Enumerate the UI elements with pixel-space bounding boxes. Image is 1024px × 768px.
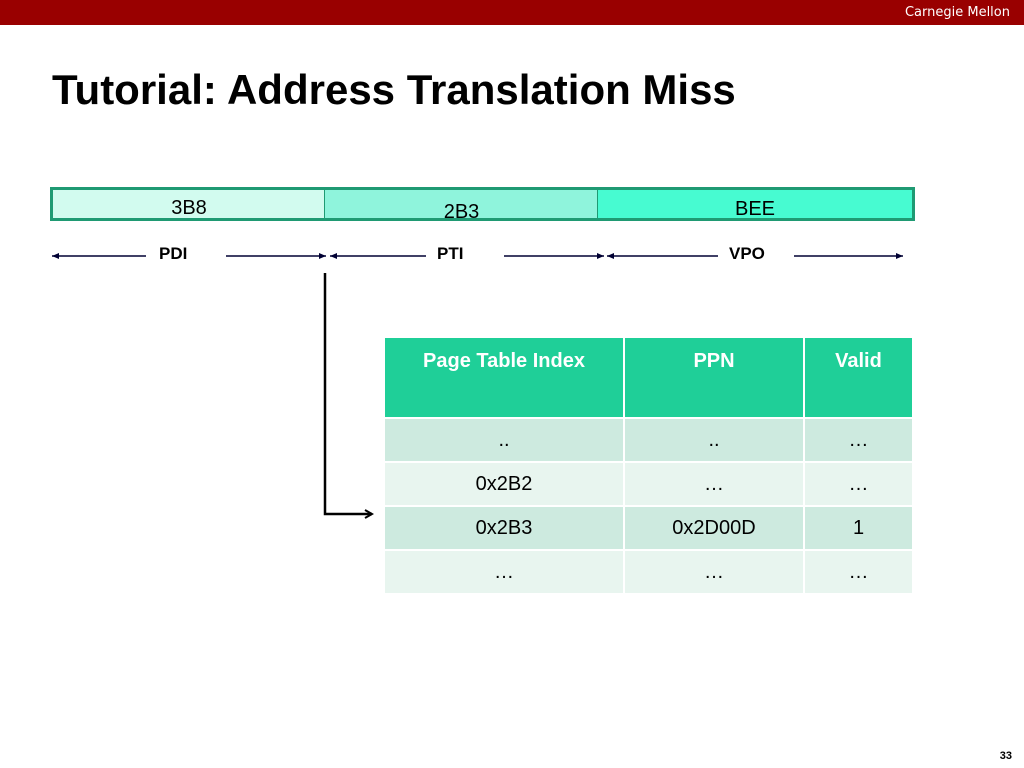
field-label-pdi: PDI	[159, 244, 188, 263]
table-cell: …	[803, 417, 914, 463]
address-field-vpo-value: BEE	[734, 198, 776, 220]
table-header-row: Page Table Index PPN Valid	[383, 336, 914, 419]
address-field-vpo: BEE	[597, 187, 915, 221]
table-cell: 0x2B3	[383, 505, 625, 551]
table-cell: …	[623, 549, 805, 595]
table-cell: …	[623, 461, 805, 507]
slide-title: Tutorial: Address Translation Miss	[52, 66, 736, 113]
address-field-pti-value: 2B3	[443, 201, 480, 223]
table-cell: ..	[623, 417, 805, 463]
address-field-pdi-value: 3B8	[171, 197, 207, 219]
table-row: 0x2B3 0x2D00D 1	[383, 505, 914, 551]
table-row: .. .. …	[383, 417, 914, 463]
column-header-valid: Valid	[803, 336, 914, 419]
index-pointer-arrow	[323, 273, 372, 514]
page-table: Page Table Index PPN Valid .. .. … 0x2B2…	[383, 336, 914, 595]
table-cell: 0x2B2	[383, 461, 625, 507]
table-row: 0x2B2 … …	[383, 461, 914, 507]
field-label-vpo: VPO	[729, 244, 765, 263]
header-bar: Carnegie Mellon	[0, 0, 1024, 25]
brand-label: Carnegie Mellon	[904, 5, 1010, 20]
address-field-pti: 2B3	[324, 187, 599, 223]
table-cell: …	[383, 549, 625, 595]
table-cell: 0x2D00D	[623, 505, 805, 551]
table-cell: …	[803, 549, 914, 595]
table-cell: ..	[383, 417, 625, 463]
table-row: … … …	[383, 549, 914, 595]
page-number: 33	[999, 750, 1012, 762]
table-cell: …	[803, 461, 914, 507]
table-cell: 1	[803, 505, 914, 551]
field-label-pti: PTI	[437, 244, 464, 263]
column-header-index: Page Table Index	[383, 336, 625, 419]
column-header-ppn: PPN	[623, 336, 805, 419]
